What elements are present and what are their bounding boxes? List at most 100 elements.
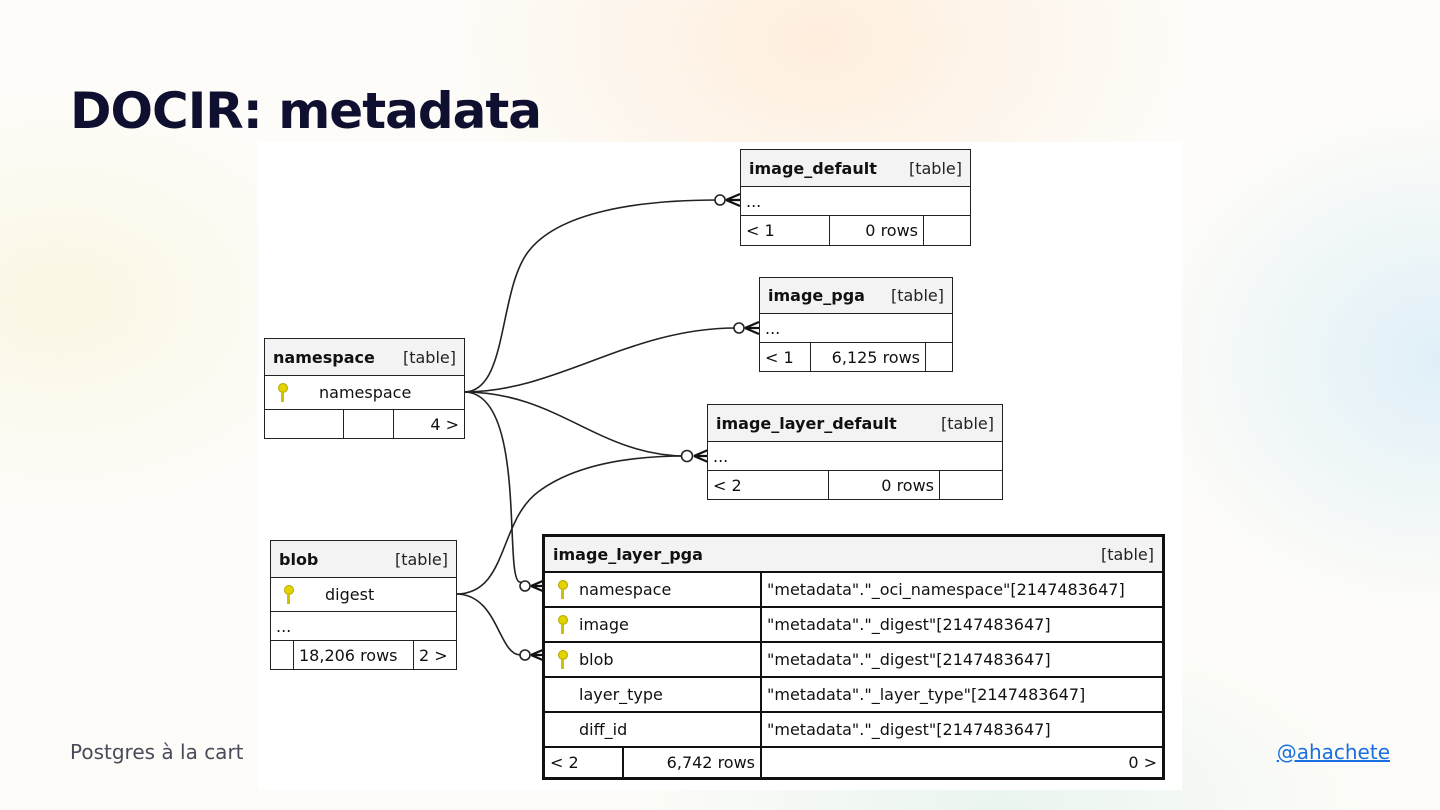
column-type: "metadata"."_digest"[2147483647] — [760, 643, 1162, 676]
column-name-cell: blob — [545, 643, 760, 676]
parents-count: < 1 — [746, 221, 775, 240]
primary-key-icon — [557, 614, 568, 635]
collapsed-columns: ... — [276, 616, 292, 636]
table-header: image_pga [table] — [760, 278, 952, 313]
row-count — [343, 410, 393, 438]
table-body-row: ... — [708, 441, 1002, 470]
relation-blob-image-layer-default — [455, 455, 687, 595]
optional-marker — [733, 322, 745, 334]
table-header: image_default [table] — [741, 150, 970, 186]
table-name: namespace — [273, 347, 375, 367]
children-count: 4 > — [393, 410, 464, 438]
column-name: namespace — [319, 383, 412, 402]
row-count: 0 rows — [828, 471, 939, 499]
footer-twitter-handle-link[interactable]: @ahachete — [1276, 740, 1390, 764]
table-name: image_pga — [768, 286, 865, 305]
column-type: "metadata"."_oci_namespace"[2147483647] — [760, 573, 1162, 606]
table-footer: 18,206 rows 2 > — [271, 640, 456, 669]
table-footer: 4 > — [265, 409, 464, 438]
table-image-layer-default[interactable]: image_layer_default [table] ... < 2 0 ro… — [707, 404, 1003, 500]
row-count: 6,125 rows — [810, 343, 925, 371]
children-count — [939, 471, 1002, 499]
slide-title: DOCIR: metadata — [70, 82, 542, 140]
column-row-diff-id: diff_id "metadata"."_digest"[2147483647] — [545, 711, 1162, 746]
children-count — [925, 343, 952, 371]
table-body-row: ... — [741, 186, 970, 215]
collapsed-columns: ... — [746, 191, 762, 211]
table-body-row: ... — [271, 611, 456, 640]
column-name: blob — [579, 650, 614, 669]
table-kind: [table] — [1100, 544, 1154, 564]
crows-foot-marker — [744, 320, 760, 336]
table-footer: < 2 0 rows — [708, 470, 1002, 499]
table-name: blob — [279, 549, 319, 569]
parents-count — [271, 641, 293, 669]
table-kind: [table] — [940, 413, 994, 433]
column-row-blob: blob "metadata"."_digest"[2147483647] — [545, 641, 1162, 676]
column-name: diff_id — [579, 720, 628, 739]
column-name: namespace — [579, 580, 672, 599]
table-kind: [table] — [908, 158, 962, 178]
table-name: image_default — [749, 158, 877, 178]
parents-count — [265, 410, 343, 438]
children-count: 2 > — [413, 641, 456, 669]
optional-marker — [680, 449, 694, 463]
table-image-pga[interactable]: image_pga [table] ... < 1 6,125 rows — [759, 277, 953, 372]
column-type: "metadata"."_layer_type"[2147483647] — [760, 678, 1162, 711]
column-type: "metadata"."_digest"[2147483647] — [760, 608, 1162, 641]
column-name: layer_type — [579, 685, 663, 704]
table-image-default[interactable]: image_default [table] ... < 1 0 rows — [740, 149, 971, 246]
children-count — [923, 216, 970, 245]
table-footer: < 2 6,742 rows 0 > — [545, 746, 1162, 777]
relation-namespace-image-pga — [463, 327, 737, 393]
table-header: blob [table] — [271, 541, 456, 577]
table-namespace[interactable]: namespace [table] namespace 4 > — [264, 338, 465, 439]
table-header: namespace [table] — [265, 339, 464, 375]
collapsed-columns: ... — [765, 318, 781, 338]
row-count: 18,206 rows — [293, 641, 413, 669]
relationship-lines — [455, 192, 760, 663]
table-name: image_layer_default — [716, 413, 897, 433]
crows-foot-marker — [725, 192, 741, 208]
footer-presentation-title: Postgres à la cart — [70, 740, 244, 764]
column-row-image: image "metadata"."_digest"[2147483647] — [545, 606, 1162, 641]
column-name-cell: namespace — [545, 573, 760, 606]
table-kind: [table] — [394, 549, 448, 569]
relation-namespace-image-layer-default — [463, 391, 687, 457]
relation-namespace-image-layer-pga — [463, 391, 529, 587]
column-row-layer-type: layer_type "metadata"."_layer_type"[2147… — [545, 676, 1162, 711]
primary-key-icon — [277, 382, 288, 403]
row-count: 0 rows — [829, 216, 923, 245]
parents-count: < 2 — [550, 753, 579, 772]
table-kind: [table] — [890, 286, 944, 305]
table-body-row: ... — [760, 313, 952, 342]
table-kind: [table] — [402, 347, 456, 367]
parents-count: < 1 — [765, 347, 794, 367]
table-column-row: namespace — [265, 375, 464, 409]
column-row-namespace: namespace "metadata"."_oci_namespace"[21… — [545, 571, 1162, 606]
row-count: 6,742 rows — [622, 748, 760, 777]
crows-foot-marker — [693, 448, 709, 464]
table-image-layer-pga[interactable]: image_layer_pga [table] namespace "metad… — [542, 534, 1165, 780]
children-count: 0 > — [760, 748, 1162, 777]
er-diagram: image_default [table] ... < 1 0 rows ima… — [258, 142, 1182, 790]
table-footer: < 1 0 rows — [741, 215, 970, 245]
relation-blob-image-layer-pga — [455, 593, 521, 656]
column-type: "metadata"."_digest"[2147483647] — [760, 713, 1162, 746]
primary-key-icon — [557, 579, 568, 600]
column-name: image — [579, 615, 629, 634]
table-name: image_layer_pga — [553, 544, 703, 564]
table-footer: < 1 6,125 rows — [760, 342, 952, 371]
optional-marker — [519, 580, 531, 592]
table-column-row: digest — [271, 577, 456, 611]
table-header: image_layer_default [table] — [708, 405, 1002, 441]
primary-key-icon — [283, 584, 294, 605]
parents-count: < 2 — [713, 475, 742, 495]
relation-namespace-image-default — [463, 199, 719, 393]
table-blob[interactable]: blob [table] digest ... 18,206 rows 2 > — [270, 540, 457, 670]
optional-marker — [519, 649, 531, 661]
column-name: digest — [325, 585, 375, 604]
column-cell: namespace — [265, 376, 416, 409]
collapsed-columns: ... — [713, 446, 729, 466]
column-name-cell: image — [545, 608, 760, 641]
